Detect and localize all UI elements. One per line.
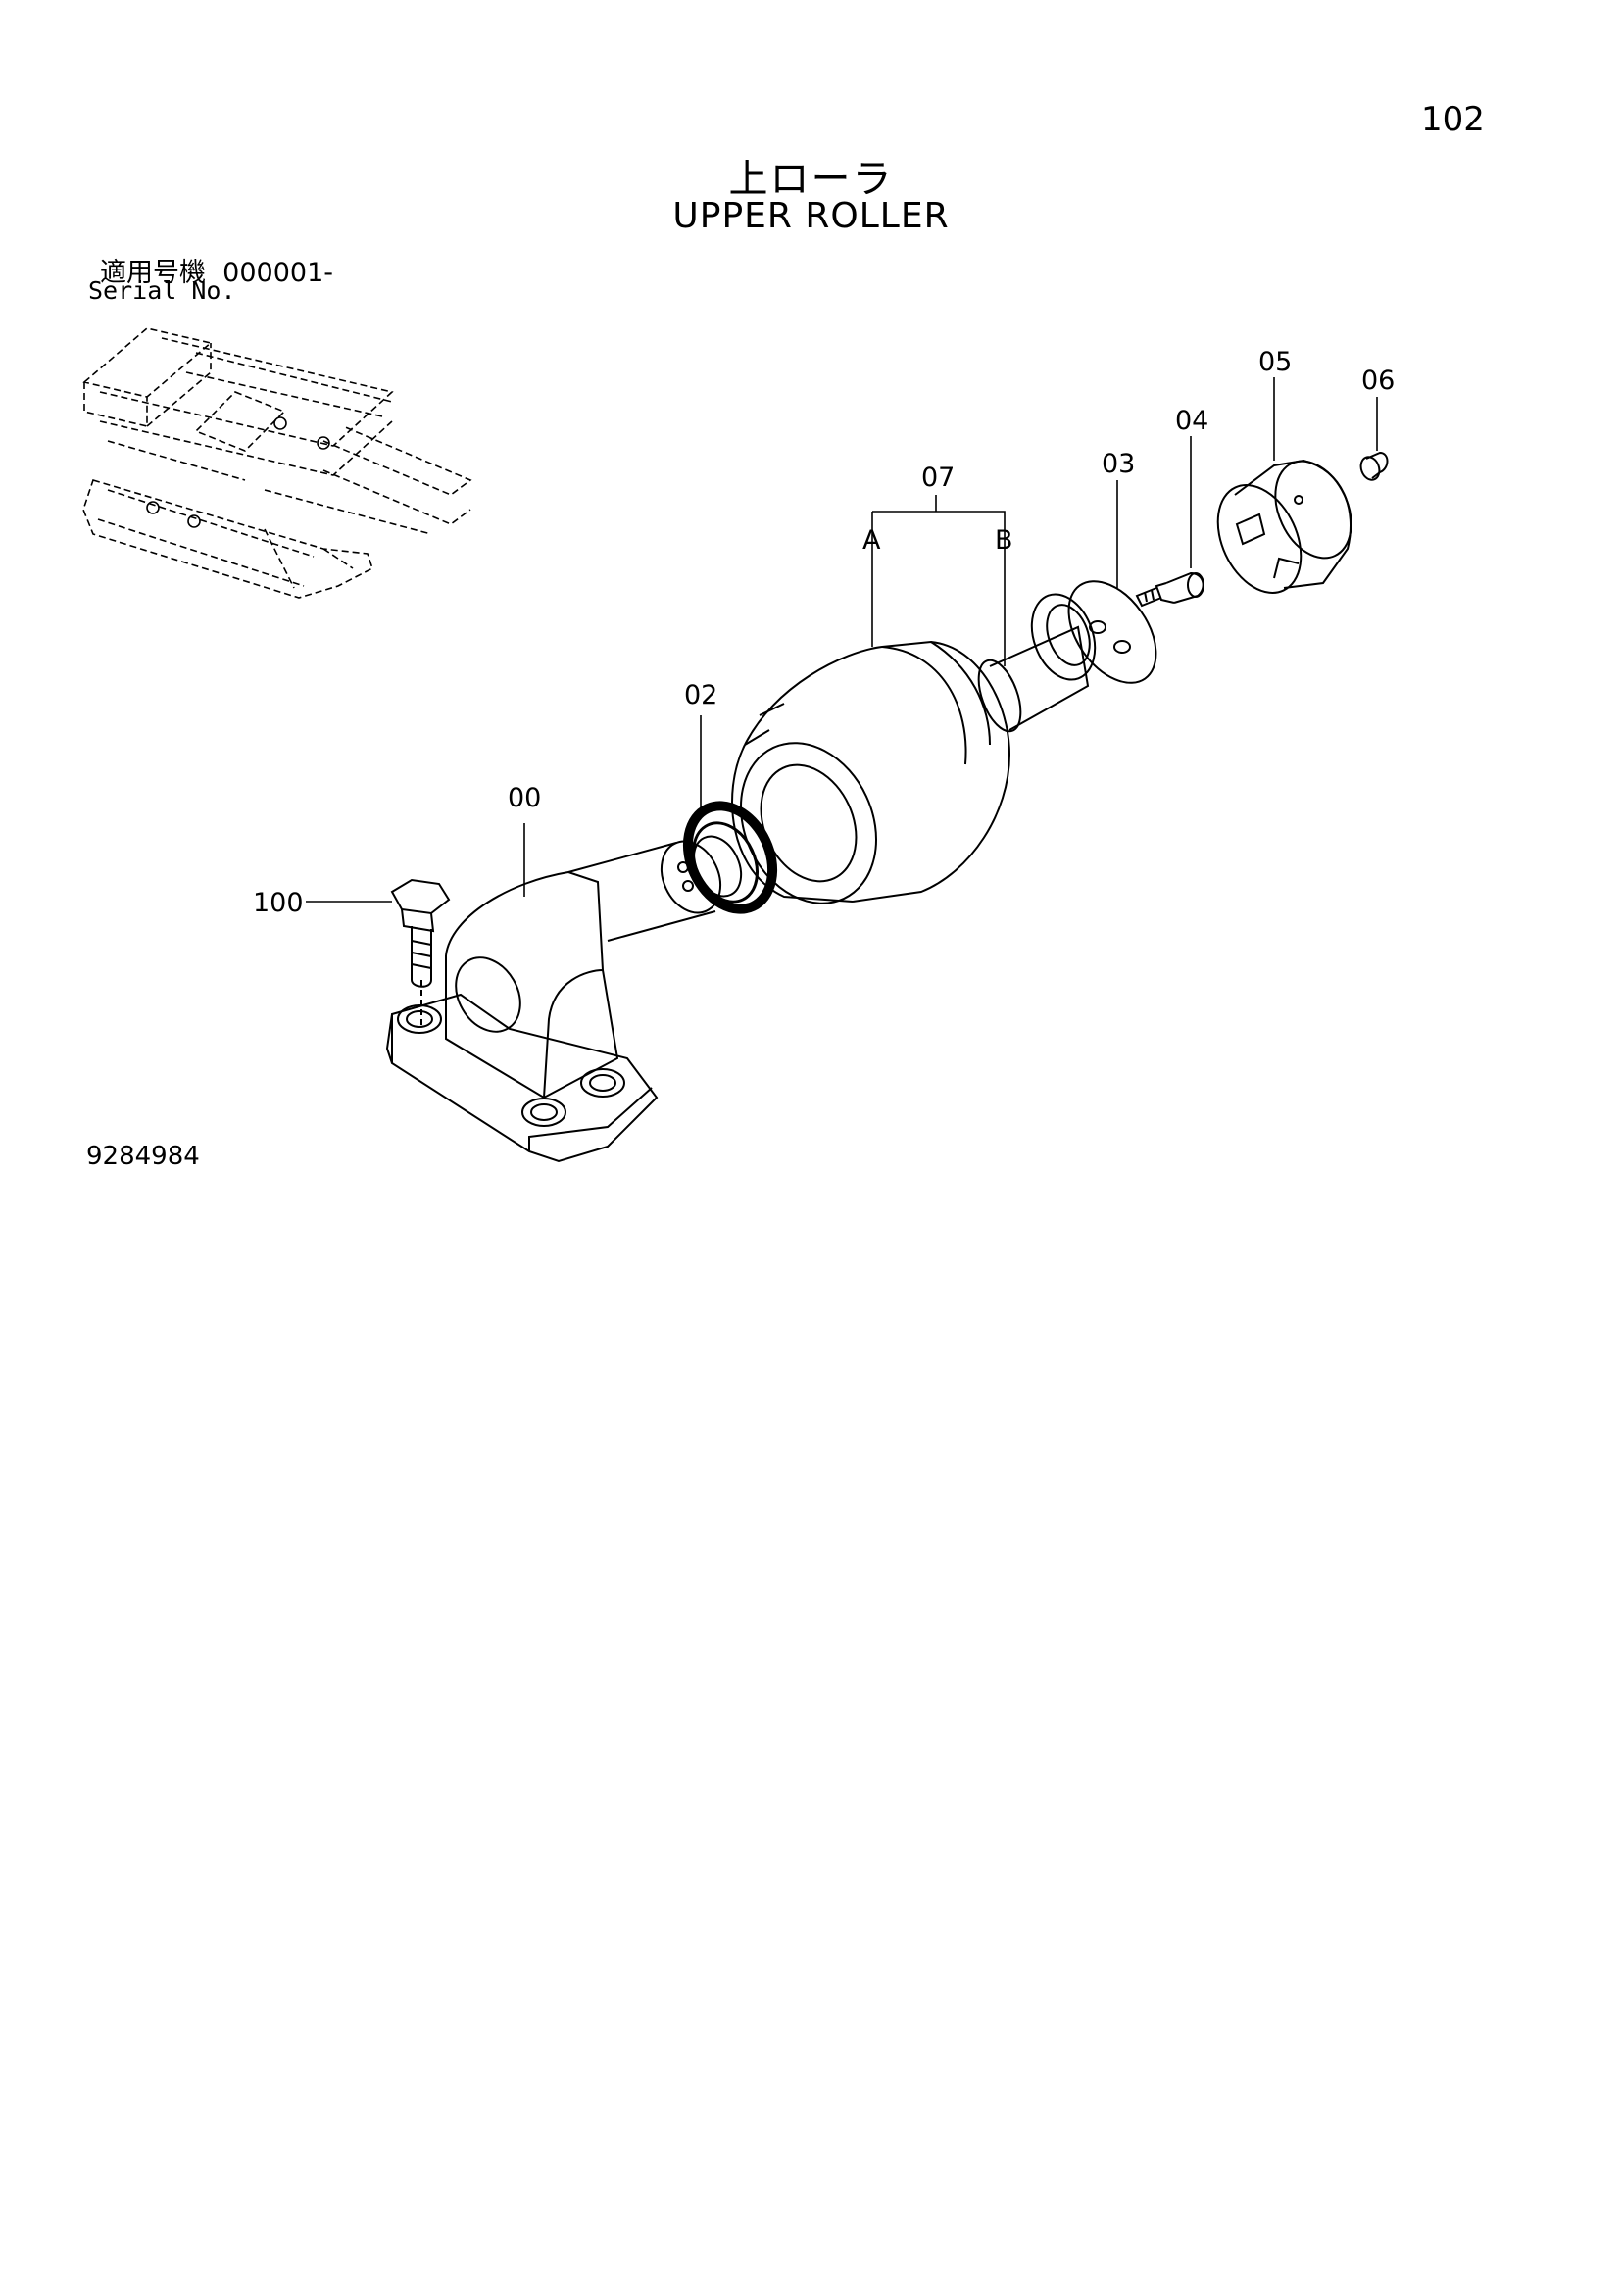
serial-label-jp-text: 適用号機	[100, 258, 206, 288]
title-japanese: 上ローラ	[728, 157, 894, 202]
title-english: UPPER ROLLER	[672, 196, 950, 236]
label-part-02: 02	[684, 680, 717, 710]
label-part-100: 100	[253, 888, 304, 918]
serial-label-english: Serial No.	[88, 276, 236, 305]
part-labels: 100 00 02 07 A B 03 04 05 06	[253, 347, 1395, 918]
serial-label-japanese: 適用号機 000001-	[100, 251, 333, 289]
serial-value: 000001-	[222, 258, 333, 288]
part-00-bracket	[385, 840, 722, 1163]
part-06-plug	[1359, 451, 1389, 481]
leader-lines	[306, 377, 1378, 903]
label-part-03: 03	[1102, 449, 1135, 479]
label-part-07: 07	[921, 463, 955, 493]
label-part-00: 00	[508, 783, 541, 813]
label-part-06: 06	[1361, 366, 1395, 396]
label-sub-a: A	[862, 525, 881, 556]
locator-thumbnail	[82, 327, 472, 599]
part-02-seal	[682, 801, 778, 914]
part-03-plate	[1067, 580, 1157, 684]
label-part-05: 05	[1258, 347, 1292, 377]
part-07-roller	[731, 640, 1011, 904]
drawing-number: 9284984	[86, 1142, 200, 1171]
part-100-bolt	[390, 878, 451, 1029]
part-05-cover	[1216, 459, 1352, 594]
part-07b-bushing	[977, 593, 1097, 733]
page-number: 102	[1421, 100, 1485, 139]
label-sub-b: B	[995, 525, 1013, 556]
part-04-screw	[1135, 571, 1204, 608]
label-part-04: 04	[1175, 406, 1208, 436]
